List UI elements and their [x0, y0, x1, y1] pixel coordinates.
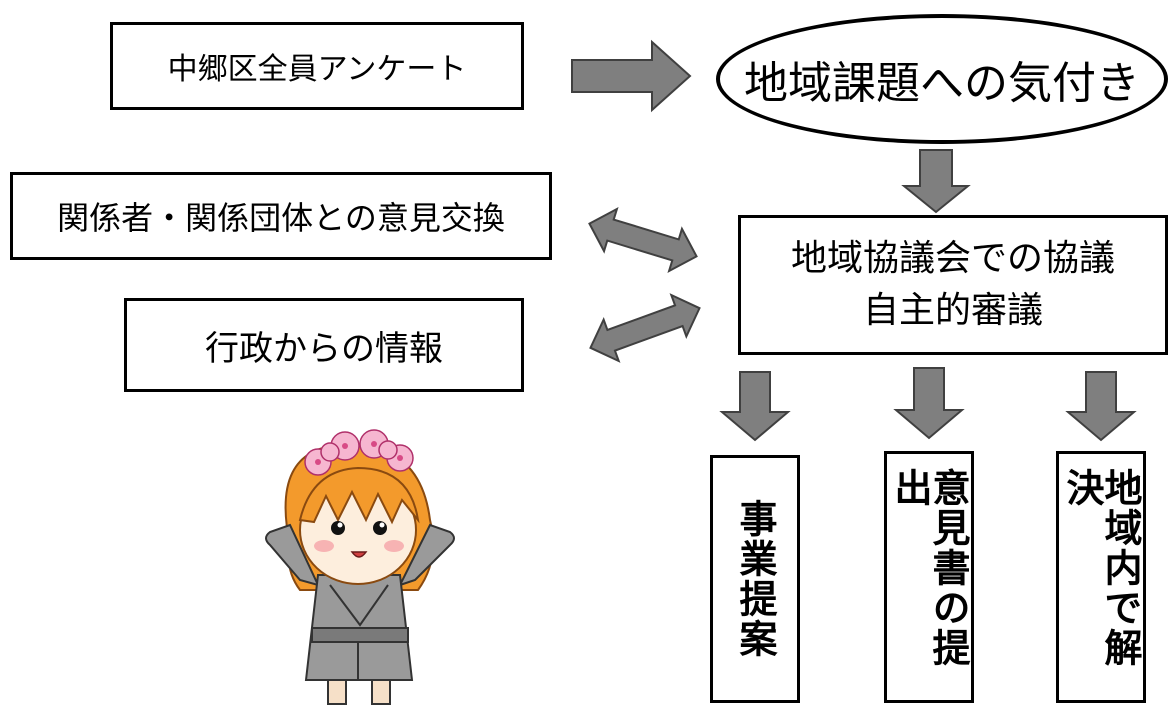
admin-info-box: 行政からの情報 [124, 298, 524, 392]
mascot-character-icon [265, 429, 455, 705]
council-box: 地域協議会での協議 自主的審議 [738, 215, 1168, 355]
admin-info-label: 行政からの情報 [205, 328, 443, 369]
down-arrow-icon [893, 367, 965, 440]
survey-box: 中郷区全員アンケート [110, 22, 524, 110]
down-arrow-icon [1065, 371, 1137, 442]
outcome-box-local: 地域内で解決 [1056, 451, 1146, 703]
awareness-ellipse: 地域課題への気付き [716, 14, 1168, 144]
stakeholders-label: 関係者・関係団体との意見交換 [57, 199, 505, 237]
stakeholders-box: 関係者・関係団体との意見交換 [10, 172, 552, 260]
outcome-box-opinion: 意見書の提出 [884, 451, 974, 703]
double-arrow-icon [588, 207, 698, 273]
outcome-label-opinion: 意見書の提出 [888, 468, 970, 668]
outcome-box-project: 事業提案 [710, 455, 800, 703]
outcome-label-project: 事業提案 [733, 499, 777, 659]
survey-label: 中郷区全員アンケート [167, 52, 467, 87]
right-arrow-icon [571, 39, 692, 113]
down-arrow-icon [719, 371, 791, 442]
double-arrow-icon [589, 293, 701, 363]
council-line-1: 地域協議会での協議 [790, 237, 1115, 279]
outcome-label-local: 地域内で解決 [1060, 468, 1142, 668]
awareness-label: 地域課題への気付き [744, 58, 1140, 109]
down-arrow-icon [901, 149, 971, 214]
council-line-2: 自主的審議 [862, 290, 1043, 331]
